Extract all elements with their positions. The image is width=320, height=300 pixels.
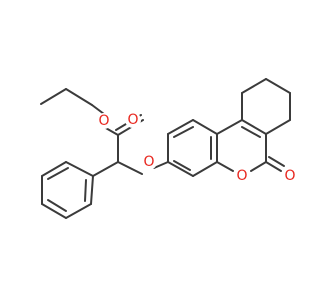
bond bbox=[241, 119, 267, 135]
bond bbox=[90, 175, 94, 205]
oxygen-atom-lactone-ring: O bbox=[234, 168, 250, 184]
atom-labels: O O O O O bbox=[96, 112, 298, 184]
bond bbox=[265, 78, 291, 94]
bond bbox=[167, 161, 194, 177]
bond bbox=[153, 161, 169, 169]
bond bbox=[65, 161, 94, 177]
oxygen-atom-carbonyl-ester: O bbox=[125, 112, 141, 128]
bond bbox=[241, 126, 261, 138]
bond bbox=[65, 88, 93, 106]
bond bbox=[265, 119, 291, 135]
oxygen-atom-lactone-carbonyl: O bbox=[282, 168, 298, 184]
atom-label-o: O bbox=[98, 113, 109, 129]
bond bbox=[91, 104, 105, 115]
bond bbox=[41, 203, 67, 219]
atom-label-o: O bbox=[284, 168, 295, 184]
oxygen-atom-ether: O bbox=[141, 154, 157, 170]
bond bbox=[192, 161, 218, 177]
bond bbox=[92, 161, 119, 177]
bonds bbox=[40, 78, 291, 219]
bond bbox=[265, 161, 282, 172]
bond bbox=[40, 88, 67, 105]
bond bbox=[173, 126, 194, 138]
atom-label-o: O bbox=[236, 168, 247, 184]
bond bbox=[216, 119, 243, 135]
bond bbox=[41, 161, 67, 177]
bond bbox=[47, 167, 69, 180]
bond bbox=[241, 78, 267, 94]
bond bbox=[173, 160, 191, 171]
bond bbox=[65, 203, 92, 219]
bond bbox=[192, 119, 218, 135]
atom-label-o: O bbox=[143, 154, 154, 170]
atom-label-o: O bbox=[127, 112, 138, 128]
bond bbox=[250, 161, 267, 172]
oxygen-atom-ester: O bbox=[96, 113, 112, 129]
bond bbox=[47, 199, 67, 212]
bond bbox=[167, 119, 194, 135]
bond bbox=[216, 161, 234, 172]
bond bbox=[84, 179, 87, 202]
bond bbox=[117, 161, 143, 175]
chemical-structure-diagram: O O O O O bbox=[40, 78, 298, 219]
bond bbox=[268, 156, 285, 167]
